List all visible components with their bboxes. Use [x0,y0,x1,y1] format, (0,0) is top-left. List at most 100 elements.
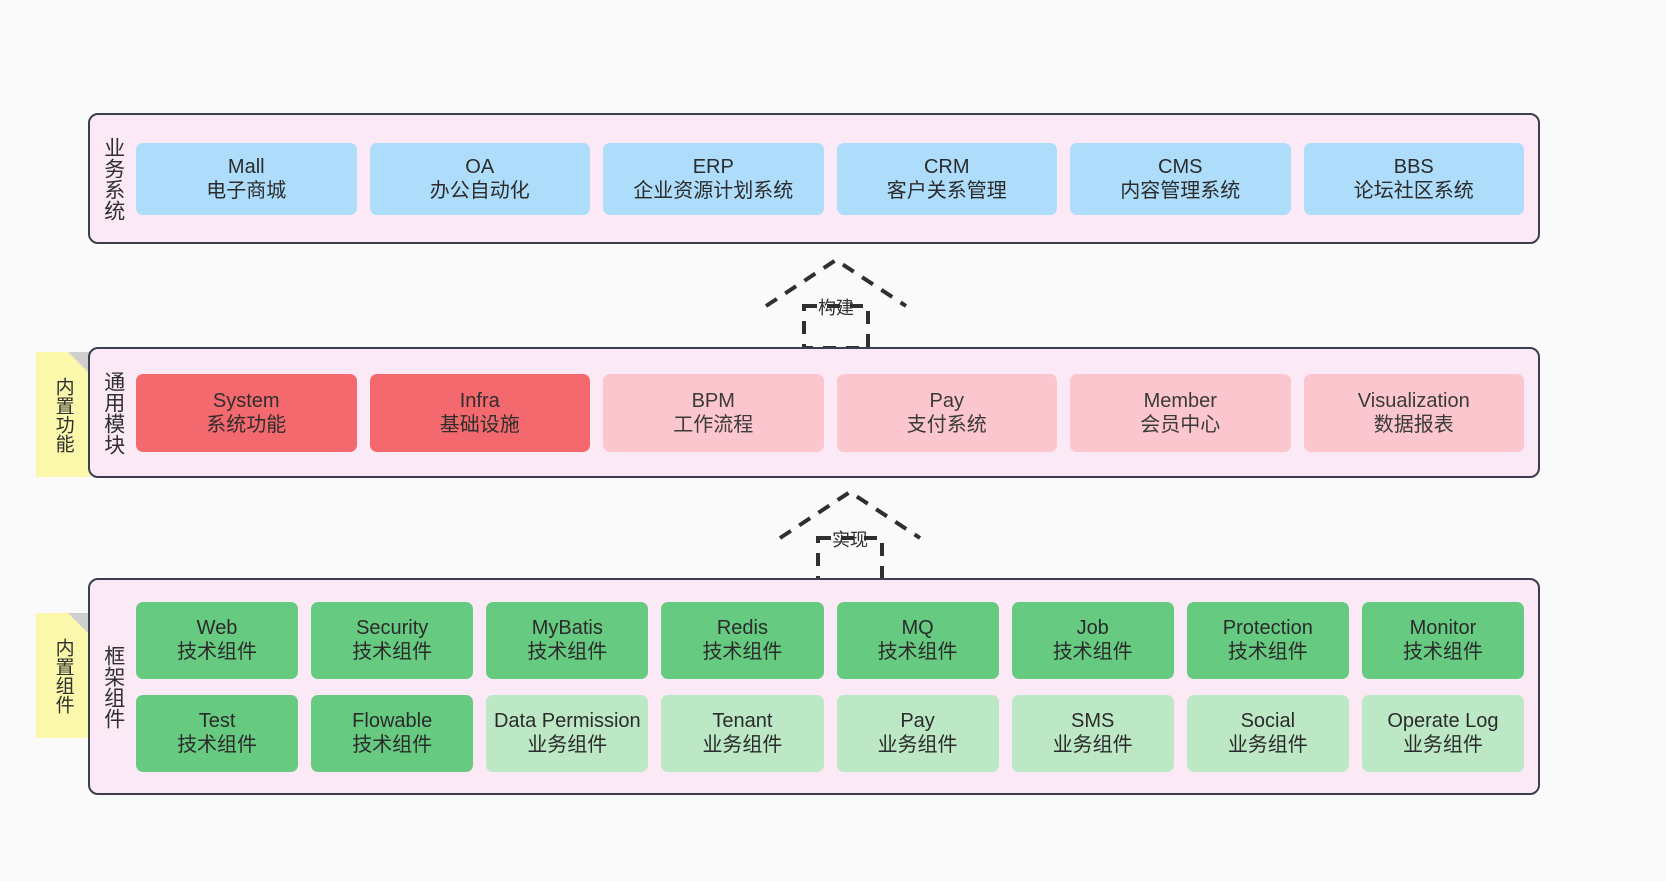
node-subtitle: 工作流程 [673,413,754,436]
node-row: Mall 电子商城 OA 办公自动化 ERP 企业资源计划系统 CRM 客户关系… [136,142,1524,215]
note-builtin-functions: 内置功能 [36,352,90,477]
node-monitor[interactable]: Monitor 技术组件 [1361,601,1524,679]
layer-label-framework-component: 框架组件 [101,644,125,729]
node-bbs[interactable]: BBS 论坛社区系统 [1303,142,1524,215]
node-subtitle: 业务组件 [1227,734,1308,756]
layer-framework-component: 框架组件 Web 技术组件 Security 技术组件 MyBatis 技术组件… [88,578,1540,795]
node-subtitle: 技术组件 [702,641,783,663]
node-title: Mall [227,155,265,178]
node-subtitle: 技术组件 [1227,641,1308,663]
node-pay-business[interactable]: Pay 业务组件 [836,694,999,772]
node-title: CRM [923,155,970,178]
node-row: System 系统功能 Infra 基础设施 BPM 工作流程 Pay 支付系统… [136,373,1524,452]
note-label: 内置功能 [52,376,74,453]
node-subtitle: 办公自动化 [429,179,530,202]
node-title: Member [1143,389,1217,412]
node-subtitle: 电子商城 [206,179,287,202]
layer-business-system: 业务系统 Mall 电子商城 OA 办公自动化 ERP 企业资源计划系统 CRM… [88,113,1540,244]
node-subtitle: 论坛社区系统 [1353,179,1474,202]
node-web[interactable]: Web 技术组件 [136,601,299,679]
connector-build-label: 构建 [818,298,854,318]
node-title: BPM [691,389,735,412]
note-fold-corner-icon [68,352,90,374]
node-title: Tenant [712,710,773,732]
note-builtin-components: 内置组件 [36,613,90,738]
connector-build: 构建 [756,256,916,350]
node-title: BBS [1393,155,1434,178]
node-title: Security [356,617,429,639]
node-subtitle: 支付系统 [906,413,987,436]
node-social[interactable]: Social 业务组件 [1186,694,1349,772]
node-title: Pay [900,710,935,732]
node-tenant[interactable]: Tenant 业务组件 [661,694,824,772]
connector-implement: 实现 [770,488,930,582]
node-bpm[interactable]: BPM 工作流程 [603,373,824,452]
layer-body-common-module: System 系统功能 Infra 基础设施 BPM 工作流程 Pay 支付系统… [136,349,1538,476]
connector-implement-label: 实现 [832,530,868,550]
node-title: Visualization [1357,389,1470,412]
node-test[interactable]: Test 技术组件 [136,694,299,772]
node-system[interactable]: System 系统功能 [136,373,357,452]
note-fold-corner-icon [68,613,90,635]
node-subtitle: 系统功能 [206,413,287,436]
node-subtitle: 技术组件 [352,734,433,756]
node-visualization[interactable]: Visualization 数据报表 [1303,373,1524,452]
node-title: Operate Log [1387,710,1499,732]
node-oa[interactable]: OA 办公自动化 [369,142,590,215]
node-subtitle: 企业资源计划系统 [633,179,794,202]
node-title: Protection [1222,617,1313,639]
node-subtitle: 技术组件 [1052,641,1133,663]
node-title: CMS [1158,155,1203,178]
node-operate-log[interactable]: Operate Log 业务组件 [1361,694,1524,772]
node-subtitle: 数据报表 [1373,413,1454,436]
node-title: Monitor [1409,617,1477,639]
node-mq[interactable]: MQ 技术组件 [836,601,999,679]
node-redis[interactable]: Redis 技术组件 [661,601,824,679]
node-subtitle: 业务组件 [702,734,783,756]
node-mybatis[interactable]: MyBatis 技术组件 [486,601,649,679]
node-title: ERP [692,155,734,178]
layer-label-common-module: 通用模块 [101,370,125,455]
node-title: Test [198,710,236,732]
node-title: Job [1076,617,1109,639]
node-title: Social [1240,710,1296,732]
node-title: Flowable [352,710,433,732]
node-subtitle: 技术组件 [877,641,958,663]
node-job[interactable]: Job 技术组件 [1011,601,1174,679]
node-title: Redis [716,617,768,639]
node-security[interactable]: Security 技术组件 [311,601,474,679]
node-sms[interactable]: SMS 业务组件 [1011,694,1174,772]
node-subtitle: 技术组件 [527,641,608,663]
node-subtitle: 基础设施 [439,413,520,436]
node-infra[interactable]: Infra 基础设施 [369,373,590,452]
layer-label-business-system: 业务系统 [101,136,125,221]
node-subtitle: 业务组件 [877,734,958,756]
node-title: Pay [929,389,964,412]
node-subtitle: 技术组件 [177,734,258,756]
node-erp[interactable]: ERP 企业资源计划系统 [603,142,824,215]
node-subtitle: 业务组件 [527,734,608,756]
node-title: MyBatis [531,617,603,639]
node-subtitle: 技术组件 [352,641,433,663]
node-title: Web [196,617,238,639]
node-cms[interactable]: CMS 内容管理系统 [1070,142,1291,215]
node-subtitle: 内容管理系统 [1120,179,1241,202]
layer-body-business-system: Mall 电子商城 OA 办公自动化 ERP 企业资源计划系统 CRM 客户关系… [136,115,1538,242]
layer-common-module: 通用模块 System 系统功能 Infra 基础设施 BPM 工作流程 Pay… [88,347,1540,478]
node-title: MQ [901,617,934,639]
node-row: Test 技术组件 Flowable 技术组件 Data Permission … [136,694,1524,772]
node-title: SMS [1071,710,1115,732]
node-subtitle: 业务组件 [1052,734,1133,756]
node-protection[interactable]: Protection 技术组件 [1186,601,1349,679]
node-mall[interactable]: Mall 电子商城 [136,142,357,215]
node-subtitle: 客户关系管理 [886,179,1007,202]
node-data-permission[interactable]: Data Permission 业务组件 [486,694,649,772]
node-title: System [212,389,280,412]
node-pay[interactable]: Pay 支付系统 [836,373,1057,452]
node-member[interactable]: Member 会员中心 [1070,373,1291,452]
node-crm[interactable]: CRM 客户关系管理 [836,142,1057,215]
node-flowable[interactable]: Flowable 技术组件 [311,694,474,772]
node-subtitle: 会员中心 [1140,413,1221,436]
layer-body-framework-component: Web 技术组件 Security 技术组件 MyBatis 技术组件 Redi… [136,580,1538,793]
